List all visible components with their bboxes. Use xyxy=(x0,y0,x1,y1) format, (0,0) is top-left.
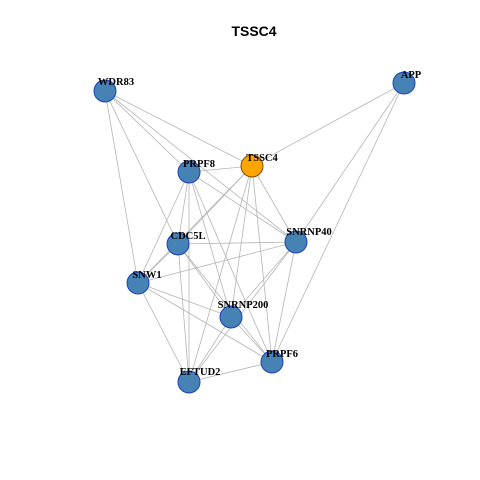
edge-prpf6-eftud2 xyxy=(188,361,273,383)
edge-prpf8-prpf6 xyxy=(188,171,273,363)
node-eftud2[interactable] xyxy=(177,370,201,394)
node-wdr83[interactable] xyxy=(93,79,117,103)
node-snrnp40[interactable] xyxy=(284,230,308,254)
node-label-prpf6: PRPF6 xyxy=(266,349,298,360)
edge-wdr83-tssc4 xyxy=(104,90,253,167)
edge-snrnp40-snw1 xyxy=(137,241,297,284)
edge-wdr83-snw1 xyxy=(104,90,139,284)
edge-wdr83-cdc5l xyxy=(104,90,179,245)
edge-prpf8-snrnp200 xyxy=(188,171,232,318)
edge-app-tssc4 xyxy=(251,82,405,167)
node-snw1[interactable] xyxy=(126,271,150,295)
node-tssc4[interactable] xyxy=(240,154,264,178)
edge-tssc4-snrnp40 xyxy=(251,165,297,243)
node-label-tssc4: TSSC4 xyxy=(246,153,278,164)
node-label-snrnp200: SNRNP200 xyxy=(218,300,269,311)
edge-cdc5l-eftud2 xyxy=(177,243,190,383)
edge-tssc4-eftud2 xyxy=(188,165,253,383)
node-label-cdc5l: CDC5L xyxy=(170,231,205,242)
edge-tssc4-prpf6 xyxy=(251,165,273,363)
node-prpf6[interactable] xyxy=(260,350,284,374)
graph-title: TSSC4 xyxy=(231,23,276,39)
node-snrnp200[interactable] xyxy=(219,305,243,329)
node-label-wdr83: WDR83 xyxy=(98,77,134,88)
node-label-snw1: SNW1 xyxy=(132,270,161,281)
edge-snw1-eftud2 xyxy=(137,282,190,383)
node-label-snrnp40: SNRNP40 xyxy=(286,227,332,238)
node-app[interactable] xyxy=(392,71,416,95)
edge-snrnp40-prpf6 xyxy=(271,241,297,363)
edge-tssc4-snrnp200 xyxy=(230,165,253,318)
edge-app-prpf6 xyxy=(271,82,405,363)
edge-wdr83-snrnp40 xyxy=(104,90,297,243)
edge-layer xyxy=(104,82,405,383)
node-cdc5l[interactable] xyxy=(166,232,190,256)
edge-snrnp40-eftud2 xyxy=(188,241,297,383)
edge-cdc5l-snrnp200 xyxy=(177,243,232,318)
edge-snw1-snrnp200 xyxy=(137,282,232,318)
edge-wdr83-prpf8 xyxy=(104,90,190,173)
edge-snw1-prpf6 xyxy=(137,282,273,363)
node-label-app: APP xyxy=(401,70,422,81)
edge-prpf8-cdc5l xyxy=(177,171,190,245)
edge-tssc4-snw1 xyxy=(137,165,253,284)
edge-prpf8-snw1 xyxy=(137,171,190,284)
node-label-eftud2: EFTUD2 xyxy=(180,367,221,378)
node-layer xyxy=(93,71,416,394)
node-label-prpf8: PRPF8 xyxy=(183,159,215,170)
edge-app-snrnp40 xyxy=(295,82,405,243)
edge-snrnp40-snrnp200 xyxy=(230,241,297,318)
edge-cdc5l-prpf6 xyxy=(177,243,273,363)
edge-prpf8-snrnp40 xyxy=(188,171,297,243)
edge-snrnp200-eftud2 xyxy=(188,316,232,383)
node-prpf8[interactable] xyxy=(177,160,201,184)
edge-snrnp40-cdc5l xyxy=(177,241,297,245)
